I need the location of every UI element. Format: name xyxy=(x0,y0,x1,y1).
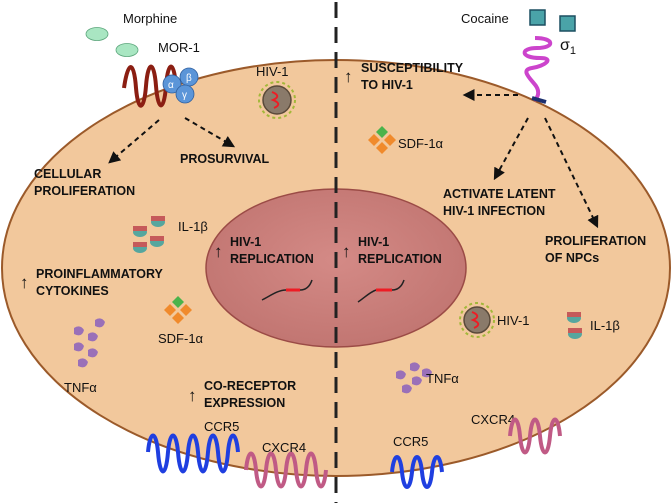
up-arrow-coreceptor-icon: ↑ xyxy=(188,386,197,405)
cxcr4-receptor-left xyxy=(244,451,328,489)
replication-left-line-1: HIV-1 xyxy=(230,235,261,249)
g-alpha-label: α xyxy=(168,80,174,91)
proinflammatory-line-2: CYTOKINES xyxy=(36,284,109,298)
replication-left-line-2: REPLICATION xyxy=(230,252,314,266)
proliferation-npcs-label: PROLIFERATION OF NPCs xyxy=(545,234,650,265)
hiv-virion-icon xyxy=(258,81,296,119)
hiv-replication-left: HIV-1 REPLICATION xyxy=(230,235,314,266)
arrow-to-prosurvival xyxy=(184,117,236,148)
il1b-molecules-right xyxy=(567,312,582,339)
proinflammatory-label: PROINFLAMMATORY CYTOKINES xyxy=(36,267,166,298)
morphine-molecule xyxy=(115,43,139,57)
mor1-label: MOR-1 xyxy=(158,40,200,55)
cocaine-label: Cocaine xyxy=(461,11,509,26)
tnfa-label-right: TNFα xyxy=(426,371,459,386)
sigma1-receptor xyxy=(522,36,553,102)
viral-rna-right xyxy=(357,279,405,303)
up-arrow-susceptibility-icon: ↑ xyxy=(344,67,353,86)
sigma1-tail xyxy=(531,96,547,104)
il1b-label-right: IL-1β xyxy=(590,318,620,333)
ccr5-receptor-left xyxy=(146,433,240,474)
coreceptor-line-1: CO-RECEPTOR xyxy=(204,379,296,393)
g-protein-gamma xyxy=(175,84,195,104)
tnfa-molecules-right xyxy=(396,362,432,394)
npcs-line-1: PROLIFERATION xyxy=(545,234,646,248)
replication-right-line-2: REPLICATION xyxy=(358,252,442,266)
tnfa-label-left: TNFα xyxy=(64,380,97,395)
activate-latent-label: ACTIVATE LATENT HIV-1 INFECTION xyxy=(443,187,559,218)
sdf1a-label-left: SDF-1α xyxy=(158,331,204,346)
prosurvival-label: PROSURVIVAL xyxy=(180,152,270,166)
morphine-label: Morphine xyxy=(123,11,177,26)
susceptibility-line-2: TO HIV-1 xyxy=(361,78,413,92)
g-protein-alpha xyxy=(162,74,182,94)
arrow-to-proliferation-npcs xyxy=(544,117,599,229)
cocaine-molecule xyxy=(559,15,576,32)
coreceptor-label: CO-RECEPTOR EXPRESSION xyxy=(204,379,300,410)
cxcr4-label-left: CXCR4 xyxy=(262,440,306,455)
susceptibility-label: SUSCEPTIBILITY TO HIV-1 xyxy=(361,61,466,92)
tnfa-molecules-left xyxy=(74,318,105,368)
ccr5-receptor-right xyxy=(390,455,444,489)
up-arrow-replication-left-icon: ↑ xyxy=(214,242,223,261)
sdf1a-molecule-right xyxy=(368,126,396,154)
sdf1a-molecule-left xyxy=(164,296,192,324)
activate-line-2: HIV-1 INFECTION xyxy=(443,204,545,218)
npcs-line-2: OF NPCs xyxy=(545,251,599,265)
il1b-molecules-left xyxy=(133,216,165,253)
ccr5-label-right: CCR5 xyxy=(393,434,428,449)
cellular-proliferation-label: CELLULAR PROLIFERATION xyxy=(34,167,135,198)
hiv-replication-right: HIV-1 REPLICATION xyxy=(358,235,442,266)
up-arrow-replication-right-icon: ↑ xyxy=(342,242,351,261)
cellular-line-2: PROLIFERATION xyxy=(34,184,135,198)
g-beta-label: β xyxy=(186,73,192,84)
sigma1-subscript: 1 xyxy=(570,45,576,57)
cellular-line-1: CELLULAR xyxy=(34,167,101,181)
il1b-label-left: IL-1β xyxy=(178,219,208,234)
cxcr4-receptor-right xyxy=(508,417,562,455)
hiv-virion-icon xyxy=(459,302,495,338)
arrow-to-proliferation xyxy=(108,119,160,164)
ccr5-label-left: CCR5 xyxy=(204,419,239,434)
replication-right-line-1: HIV-1 xyxy=(358,235,389,249)
viral-rna-left xyxy=(261,279,313,301)
activate-line-1: ACTIVATE LATENT xyxy=(443,187,556,201)
cocaine-molecule xyxy=(529,9,546,26)
morphine-molecule xyxy=(85,27,109,41)
g-gamma-label: γ xyxy=(182,90,187,101)
hiv1-label-right: HIV-1 xyxy=(497,313,530,328)
sigma1-symbol: σ xyxy=(560,37,570,54)
up-arrow-proinflammatory-icon: ↑ xyxy=(20,273,29,292)
cxcr4-label-right: CXCR4 xyxy=(471,412,515,427)
coreceptor-line-2: EXPRESSION xyxy=(204,396,285,410)
hiv1-label-left: HIV-1 xyxy=(256,64,289,79)
sigma1-label: σ1 xyxy=(560,37,576,57)
proinflammatory-line-1: PROINFLAMMATORY xyxy=(36,267,164,281)
sdf1a-label-right: SDF-1α xyxy=(398,136,444,151)
arrow-to-activate-latent xyxy=(493,117,529,181)
susceptibility-line-1: SUSCEPTIBILITY xyxy=(361,61,464,75)
